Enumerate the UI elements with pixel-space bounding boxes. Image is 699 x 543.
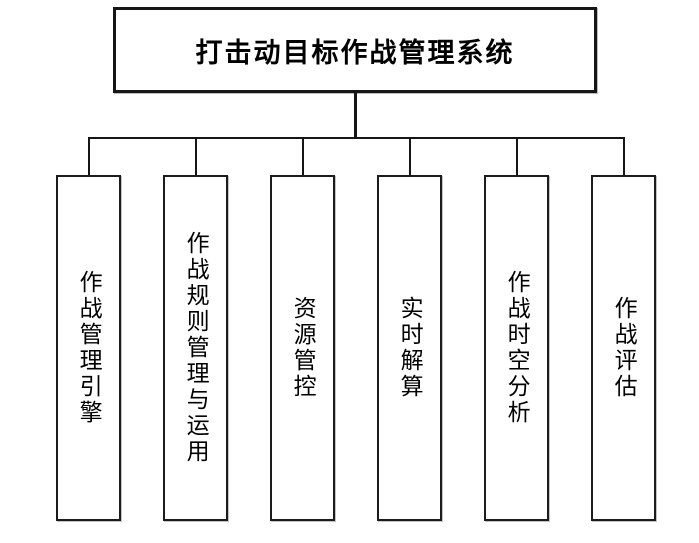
module-label: 实时解算: [397, 296, 424, 400]
connector-horizontal: [88, 137, 625, 139]
connector-drop-6: [623, 138, 625, 176]
root-box: 打击动目标作战管理系统: [113, 7, 597, 93]
connector-drop-2: [195, 138, 197, 176]
connector-stem: [354, 92, 357, 138]
module-box-realtime-calculation: 实时解算: [377, 175, 442, 521]
module-box-combat-rules-management: 作战规则管理与运用: [163, 175, 228, 521]
module-box-spatiotemporal-analysis: 作战时空分析: [484, 175, 549, 521]
module-label: 作战规则管理与运用: [183, 231, 210, 465]
connector-drop-5: [516, 138, 518, 176]
module-box-combat-assessment: 作战评估: [591, 175, 656, 521]
module-label: 资源管控: [290, 296, 317, 400]
connector-drop-1: [88, 138, 90, 176]
connector-drop-3: [302, 138, 304, 176]
module-label: 作战评估: [611, 296, 638, 400]
root-label: 打击动目标作战管理系统: [195, 37, 515, 68]
connector-drop-4: [409, 138, 411, 176]
module-box-resource-control: 资源管控: [270, 175, 335, 521]
module-label: 作战管理引擎: [76, 270, 103, 426]
module-box-combat-management-engine: 作战管理引擎: [56, 175, 121, 521]
module-label: 作战时空分析: [504, 270, 531, 426]
